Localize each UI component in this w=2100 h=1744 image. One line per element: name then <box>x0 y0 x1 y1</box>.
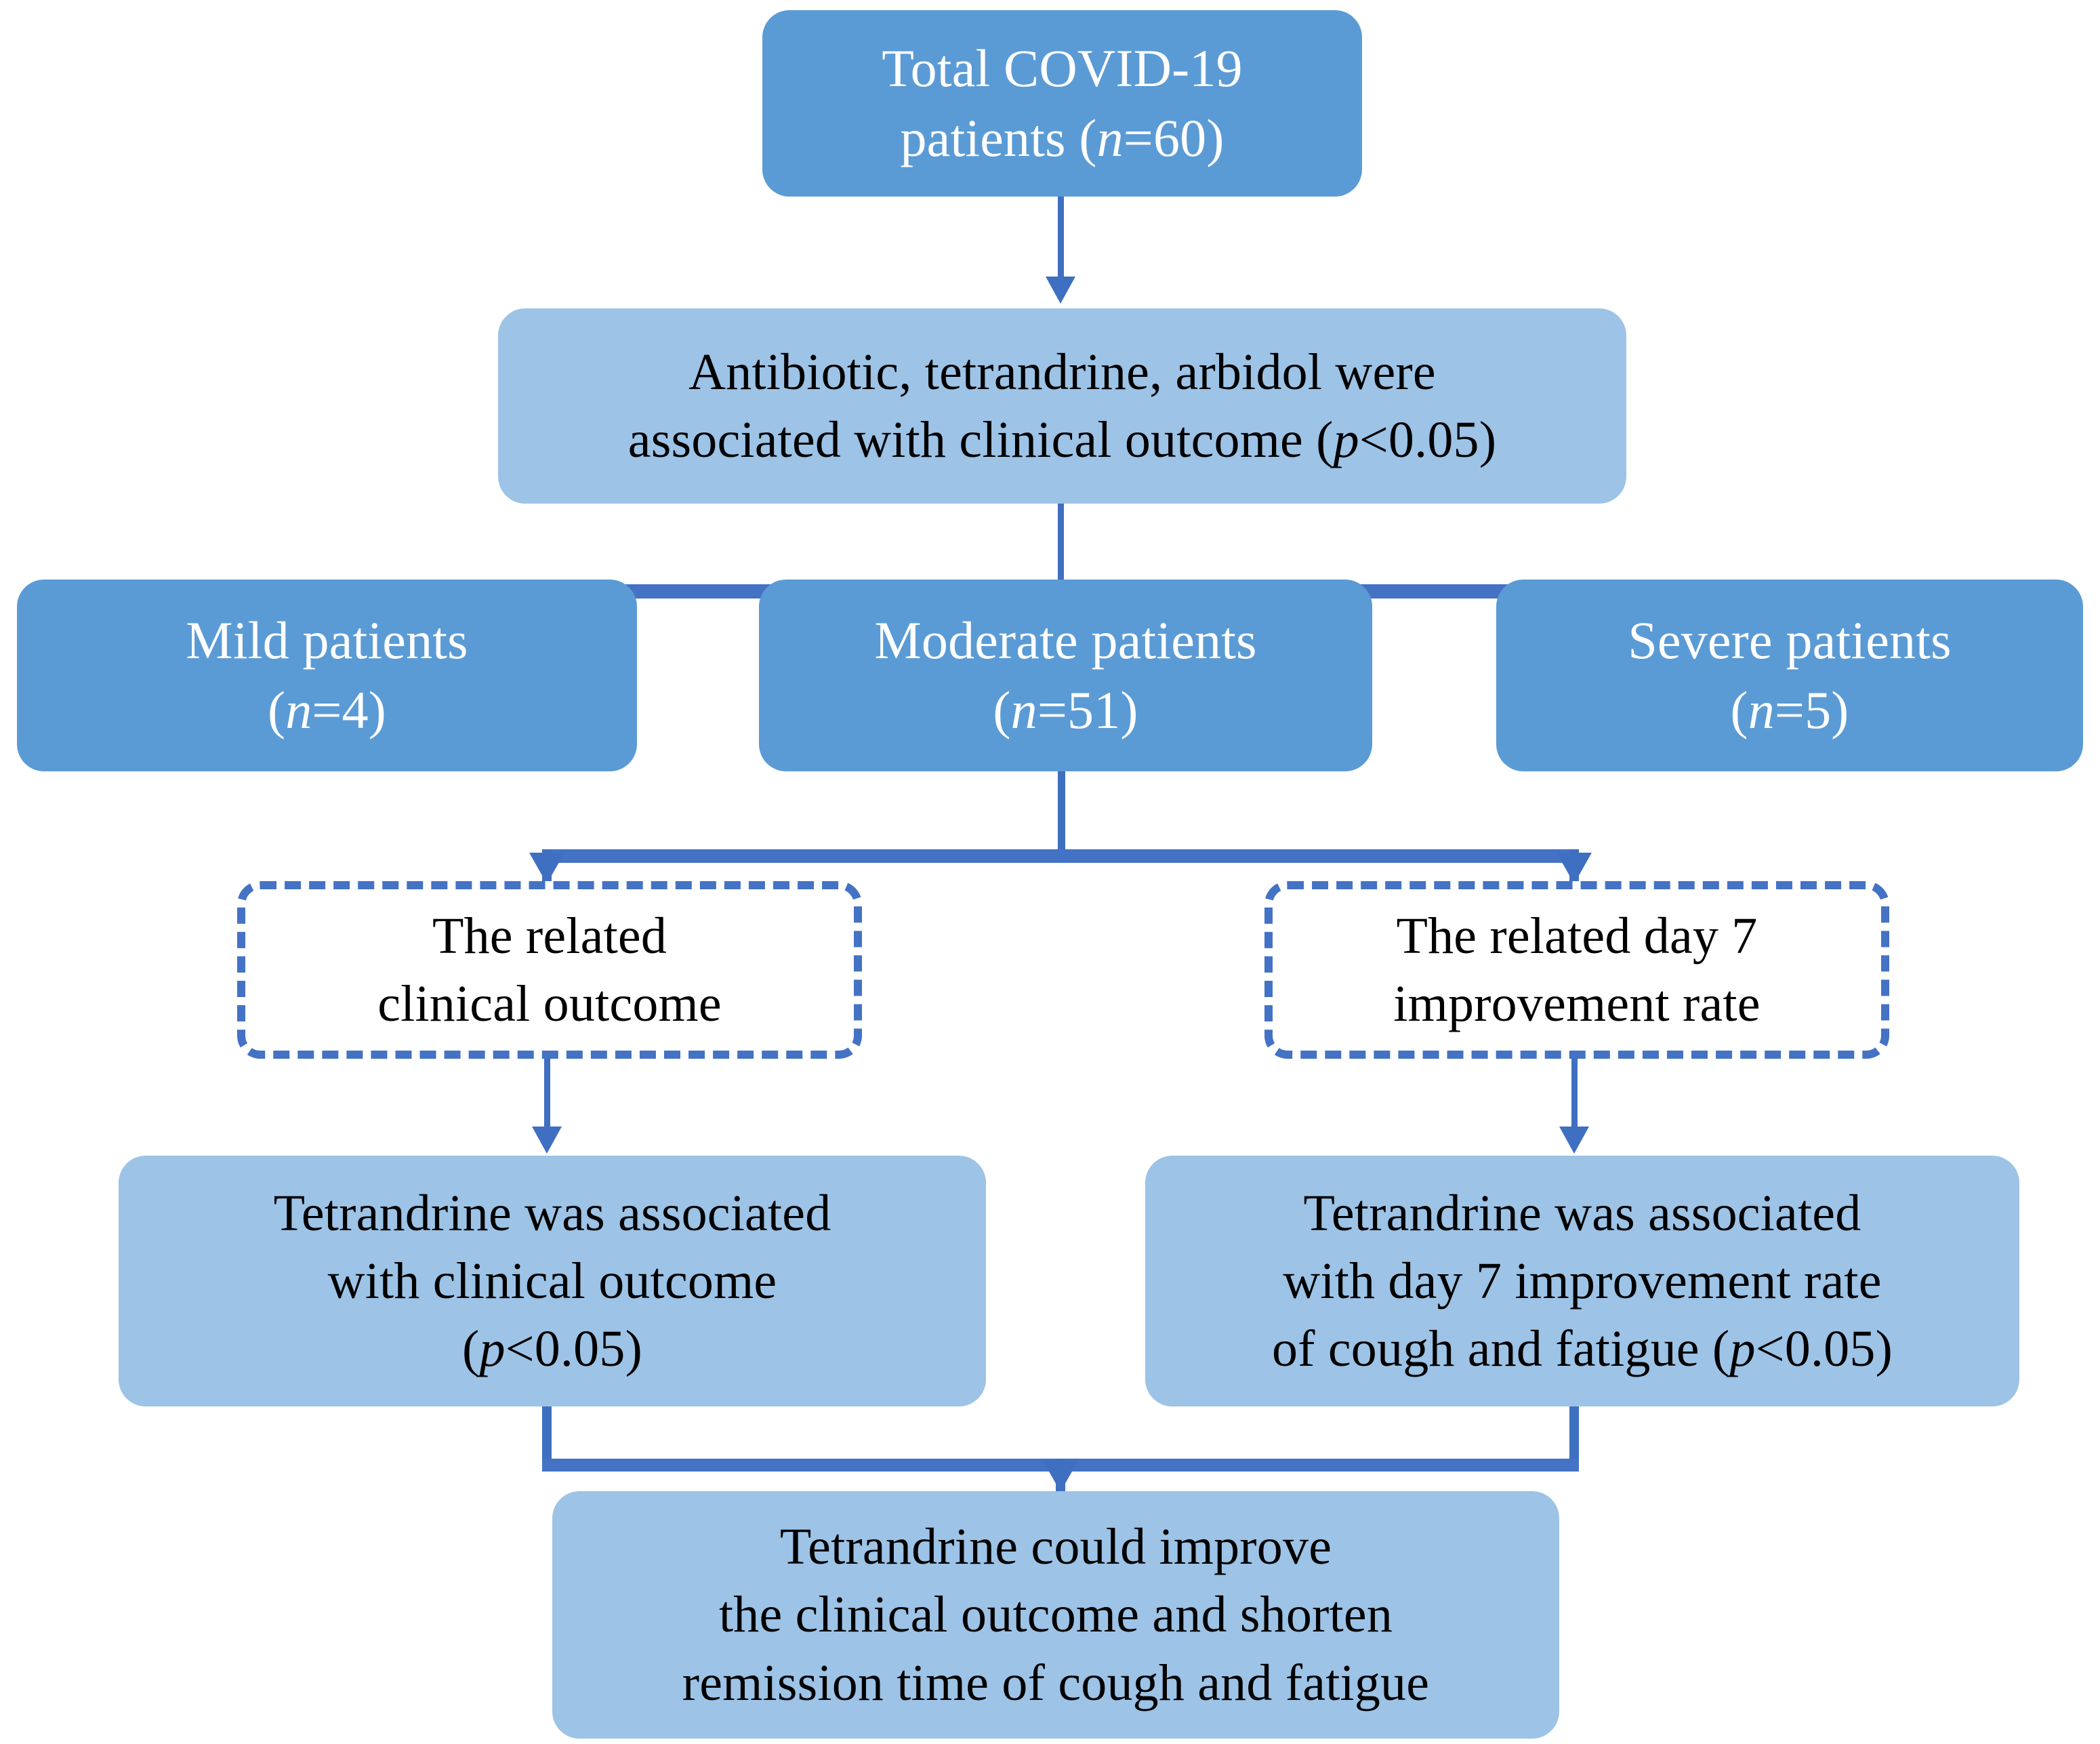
node-related-day7-rate[interactable]: The related day 7 improvement rate <box>1264 881 1889 1059</box>
node-severe-patients[interactable]: Severe patients (n=5) <box>1496 580 2083 771</box>
node-severe-patients-label: Severe patients (n=5) <box>1628 610 1952 739</box>
node-mild-patients-label: Mild patients (n=4) <box>186 610 468 739</box>
connector-related-outcome-to-result-arrowhead <box>532 1127 562 1154</box>
connector-moderate-to-related-day7-arrowhead <box>1557 853 1592 884</box>
connector-related-outcome-to-result-line <box>544 1059 550 1133</box>
connector-associated-stem <box>1058 504 1064 589</box>
connector-moderate-to-related-outcome-arrowhead <box>529 853 564 884</box>
connector-merge-to-conclusion-arrowhead <box>1043 1461 1078 1492</box>
node-associated-drugs-label: Antibiotic, tetrandrine, arbidol were as… <box>627 343 1497 468</box>
node-associated-drugs[interactable]: Antibiotic, tetrandrine, arbidol were as… <box>498 308 1626 504</box>
connector-related-day7-to-result-line <box>1571 1059 1578 1133</box>
node-conclusion[interactable]: Tetrandrine could improve the clinical o… <box>552 1491 1559 1739</box>
connector-total-to-associated-line <box>1058 197 1064 278</box>
node-conclusion-label: Tetrandrine could improve the clinical o… <box>682 1518 1430 1711</box>
node-result-clinical-outcome-label: Tetrandrine was associated with clinical… <box>273 1184 831 1378</box>
node-related-clinical-outcome[interactable]: The related clinical outcome <box>237 881 862 1059</box>
connector-related-day7-to-result-arrowhead <box>1559 1127 1589 1154</box>
node-mild-patients[interactable]: Mild patients (n=4) <box>17 580 637 771</box>
node-result-day7-rate-label: Tetrandrine was associated with day 7 im… <box>1271 1184 1893 1378</box>
connector-total-to-associated-arrowhead <box>1046 277 1075 304</box>
node-result-clinical-outcome[interactable]: Tetrandrine was associated with clinical… <box>119 1156 986 1406</box>
node-total-patients-label: Total COVID-19 patients (n=60) <box>882 38 1243 167</box>
node-total-patients[interactable]: Total COVID-19 patients (n=60) <box>762 10 1362 197</box>
connector-result-day7-merge-line <box>1569 1406 1579 1471</box>
node-moderate-patients[interactable]: Moderate patients (n=51) <box>759 580 1372 771</box>
node-related-clinical-outcome-label: The related clinical outcome <box>377 907 722 1032</box>
connector-moderate-stem <box>1058 771 1065 856</box>
connector-result-outcome-merge-line <box>542 1406 552 1471</box>
node-result-day7-rate[interactable]: Tetrandrine was associated with day 7 im… <box>1145 1156 2019 1406</box>
connector-moderate-crossbar <box>542 849 1579 863</box>
node-related-day7-rate-label: The related day 7 improvement rate <box>1393 907 1761 1032</box>
node-moderate-patients-label: Moderate patients (n=51) <box>874 610 1257 739</box>
